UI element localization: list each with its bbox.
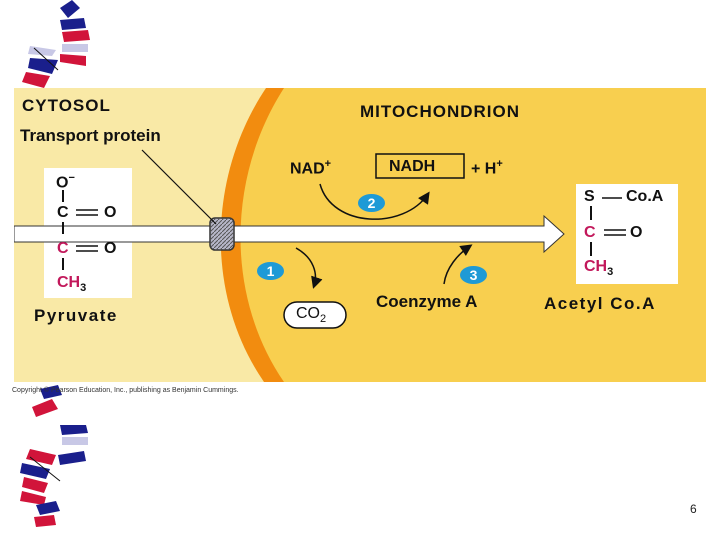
acetyl-o: O [630,224,643,241]
coenzyme-a-label: Coenzyme A [376,292,478,311]
pyruvate-o1: O [104,204,117,221]
step-2-badge: 2 [358,194,385,212]
pyruvate-o2: O [104,240,117,257]
acetyl-box [576,184,678,284]
pyruvate-name: Pyruvate [34,306,118,325]
step1-curve-arrow [295,247,323,289]
page-number: 6 [690,502,697,516]
co2-capsule [283,301,347,329]
pyruvate-c2: C [57,240,69,257]
pyruvate-transport-diagram: CYTOSOL Transport protein MITOCHONDRION … [14,88,706,382]
acetyl-c: C [584,224,596,241]
step3-curve-arrow [443,244,473,285]
step-1-badge: 1 [257,262,284,280]
step-3-badge: 3 [460,266,487,284]
pyruvate-o-minus: O− [56,172,75,192]
acetyl-s: S [584,188,595,205]
diagram-background [14,88,706,382]
nadh-box [375,153,465,179]
decorative-stripes-bottom [20,385,88,527]
transport-arrow [14,214,565,254]
acetyl-coa-name: Acetyl Co.A [544,294,656,313]
co2-label: CO2 [296,305,327,326]
h-plus-label: + H+ [471,158,503,178]
pyruvate-ch3: CH3 [57,274,87,295]
copyright-notice: Copyright © Pearson Education, Inc., pub… [12,387,239,394]
decorative-stripes-top [22,0,90,88]
transport-pointer-line [141,149,217,225]
pyruvate-c1: C [57,204,69,221]
nad-plus-label: NAD+ [290,158,332,178]
nadh-label: NADH [389,158,436,175]
acetyl-ch3: CH3 [584,258,614,279]
acetyl-coa: Co.A [626,188,664,205]
step2-curve-arrow [319,183,430,220]
mitochondrion-label: MITOCHONDRION [360,102,521,121]
cytosol-label: CYTOSOL [22,96,111,115]
transport-protein-label: Transport protein [20,126,161,145]
